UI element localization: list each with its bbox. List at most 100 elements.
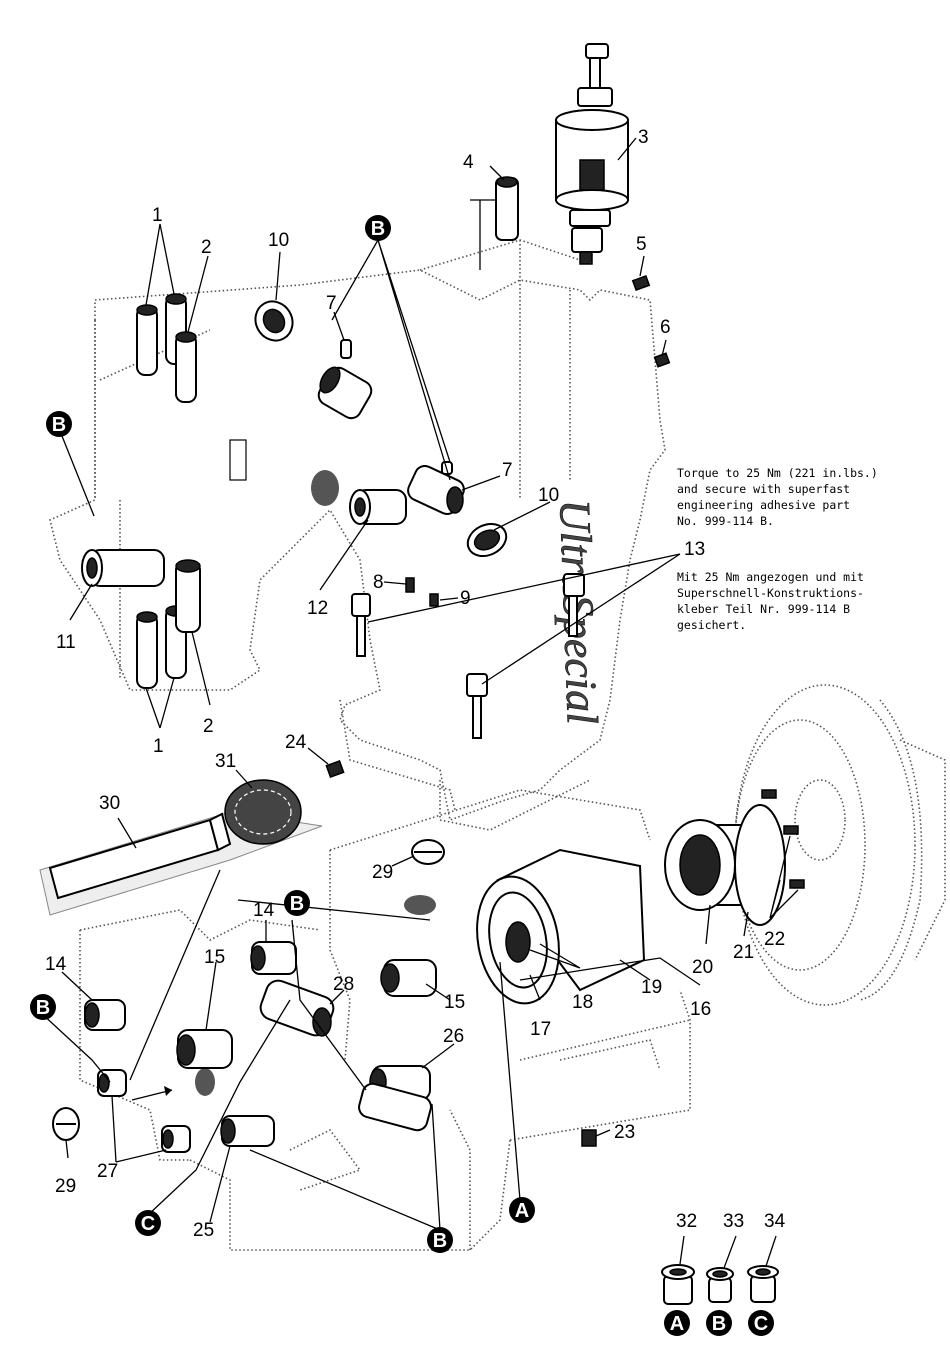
bushing-part-33: [706, 1267, 734, 1303]
label-30: 30: [99, 793, 120, 814]
label-7-upper: 7: [326, 293, 337, 314]
bushing-part-15-left: [176, 1029, 233, 1069]
label-33: 33: [723, 1211, 744, 1232]
label-29-lower: 29: [55, 1176, 76, 1197]
cap-screw-part-13-c: [563, 573, 585, 637]
callout-letter-markers: B B B B C B A A B C: [30, 215, 774, 1336]
label-25: 25: [193, 1220, 214, 1241]
label-1-upper: 1: [152, 205, 163, 226]
label-6: 6: [660, 317, 671, 338]
bushing-part-11: [81, 549, 165, 587]
callout-b-bottom: B: [427, 1227, 453, 1253]
label-21: 21: [733, 942, 754, 963]
label-2-lower: 2: [203, 716, 214, 737]
label-23: 23: [614, 1122, 635, 1143]
leader-lines: [39, 137, 799, 1269]
label-14-right: 14: [253, 900, 275, 921]
label-17: 17: [530, 1019, 551, 1040]
label-22: 22: [764, 929, 785, 950]
label-14-left: 14: [45, 954, 67, 975]
label-26: 26: [443, 1026, 464, 1047]
label-32: 32: [676, 1211, 697, 1232]
label-5: 5: [636, 234, 647, 255]
callout-b-top: B: [365, 215, 391, 241]
svg-text:C: C: [754, 1313, 768, 1335]
machine-housing-outline: [49, 239, 946, 1251]
label-8: 8: [373, 572, 384, 593]
label-3: 3: [638, 127, 649, 148]
svg-text:C: C: [141, 1213, 155, 1235]
svg-text:A: A: [670, 1313, 684, 1335]
svg-text:B: B: [371, 218, 385, 240]
cap-screw-part-13-b: [466, 673, 488, 739]
bushing-part-2-upper: [175, 331, 197, 403]
brand-script-text: UltraSpecial: [550, 499, 607, 725]
bushing-part-26: [358, 1065, 432, 1132]
callout-c-legend: C: [748, 1310, 774, 1336]
callout-b-left: B: [46, 411, 72, 437]
svg-text:A: A: [515, 1200, 529, 1222]
bushing-part-28: [259, 979, 335, 1037]
svg-text:B: B: [433, 1230, 447, 1252]
torque-note-english: Torque to 25 Nm (221 in.lbs.) and secure…: [677, 466, 878, 528]
svg-text:B: B: [36, 997, 50, 1019]
label-12: 12: [307, 598, 328, 619]
bushing-part-25: [220, 1115, 275, 1147]
screw-part-23: [581, 1129, 597, 1147]
label-7-lower: 7: [502, 460, 513, 481]
label-15-left: 15: [204, 947, 225, 968]
label-29-upper: 29: [372, 862, 393, 883]
callout-a-legend: A: [664, 1310, 690, 1336]
nameplate-marks: [195, 439, 436, 1096]
svg-text:B: B: [52, 414, 66, 436]
cap-screw-part-13-a: [351, 593, 371, 657]
wool-part-31: [224, 779, 302, 845]
label-31: 31: [215, 751, 236, 772]
callout-b-mid: B: [284, 890, 310, 916]
bushing-part-7-upper: [317, 339, 373, 420]
wick-holder-part-4: [470, 176, 519, 270]
screws-part-22: [761, 789, 805, 889]
plug-part-29-upper: [411, 839, 445, 865]
callout-c-lower: C: [135, 1210, 161, 1236]
label-15-right: 15: [444, 992, 465, 1013]
label-28: 28: [333, 974, 354, 995]
bushing-part-34: [747, 1265, 779, 1303]
bushing-part-7-lower: [407, 461, 465, 516]
label-20: 20: [692, 957, 713, 978]
label-10-upper: 10: [268, 230, 289, 251]
label-10-lower: 10: [538, 485, 559, 506]
label-27: 27: [97, 1161, 118, 1182]
label-2-upper: 2: [201, 237, 212, 258]
screw-part-6: [653, 352, 671, 368]
ring-part-10-lower: [466, 522, 508, 558]
label-24: 24: [285, 732, 307, 753]
bushing-part-14-right: [250, 941, 297, 975]
flange-part-21: [734, 804, 786, 926]
label-11: 11: [56, 632, 76, 653]
bushing-part-12: [349, 489, 407, 525]
screw-part-24: [325, 760, 345, 778]
part-number-labels: 1 2 3 4 5 6 7 7 8 9 10 10 11 12 13 14 14…: [45, 127, 786, 1241]
svg-text:B: B: [712, 1313, 726, 1335]
label-34: 34: [764, 1211, 786, 1232]
bushing-part-27: [97, 1069, 191, 1153]
set-screw-part-9: [429, 593, 439, 607]
oiler-part-3: [555, 43, 629, 265]
label-18: 18: [572, 992, 593, 1013]
torque-note-german: Mit 25 Nm angezogen und mit Superschnell…: [677, 570, 864, 632]
bushing-part-15-right: [380, 959, 437, 997]
label-16: 16: [690, 999, 711, 1020]
set-screw-part-8: [405, 577, 415, 593]
gear-housing-part-19: [476, 848, 646, 1005]
label-4: 4: [463, 152, 474, 173]
callout-b-legend: B: [706, 1310, 732, 1336]
bushing-part-32: [661, 1264, 695, 1305]
callout-b-lower-left: B: [30, 994, 56, 1020]
screw-part-5: [631, 274, 651, 292]
svg-text:B: B: [290, 893, 304, 915]
bushing-part-14-left: [84, 999, 126, 1031]
bushing-part-2-lower: [175, 559, 201, 633]
plug-part-29-lower: [52, 1107, 80, 1141]
